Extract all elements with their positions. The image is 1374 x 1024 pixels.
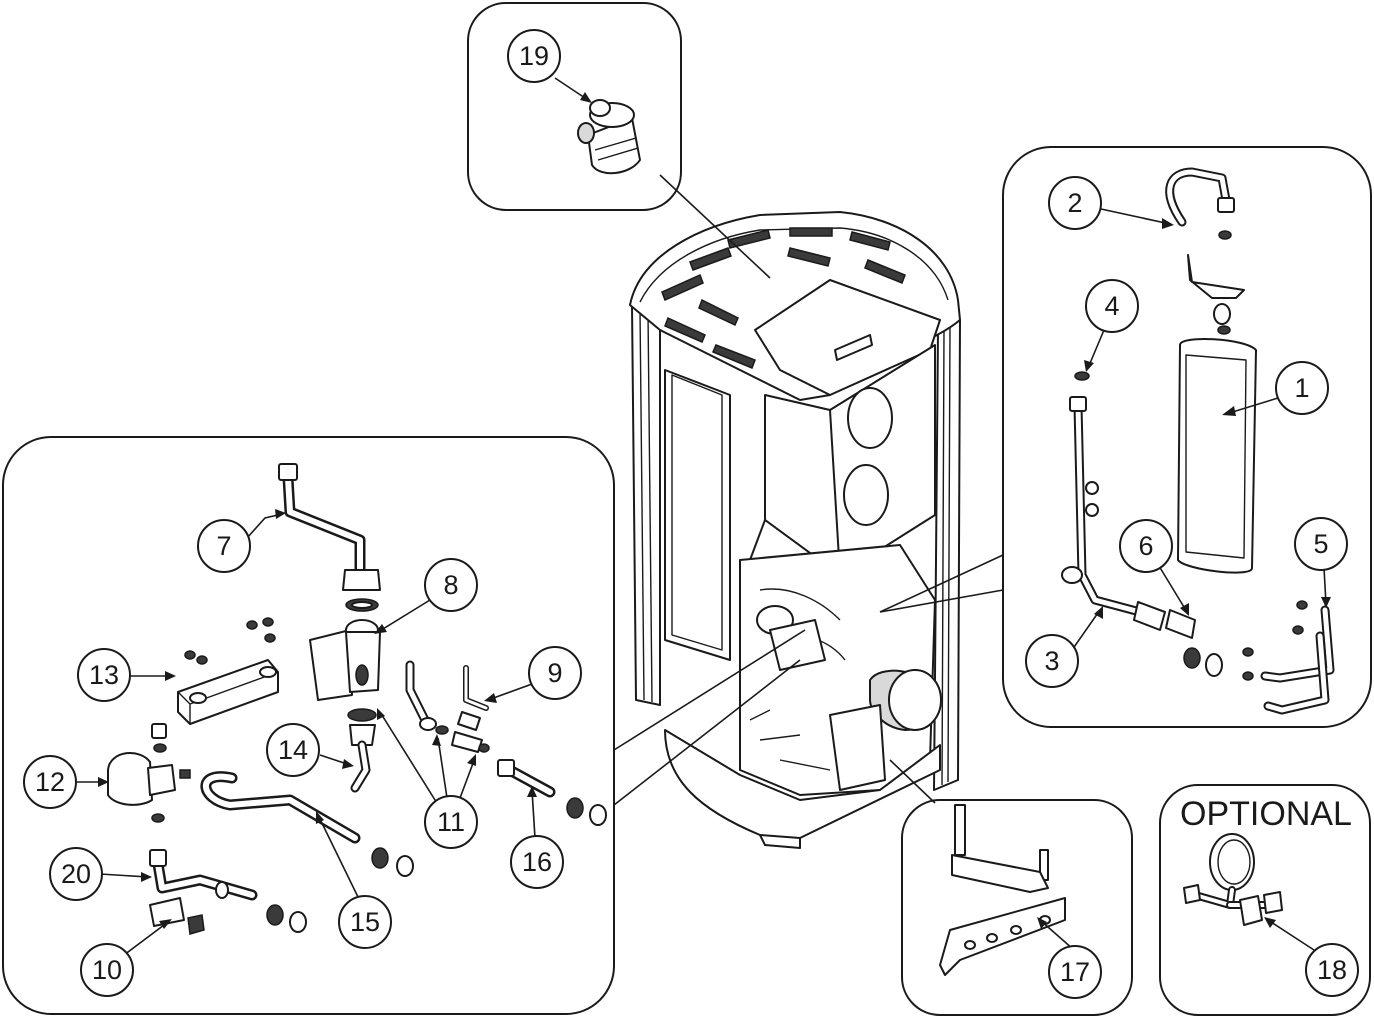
svg-text:4: 4 <box>1104 291 1119 321</box>
svg-text:2: 2 <box>1067 188 1082 218</box>
svg-text:14: 14 <box>278 735 308 765</box>
svg-text:17: 17 <box>1060 957 1090 987</box>
svg-text:7: 7 <box>216 531 231 561</box>
callout-13: 13 <box>77 648 131 702</box>
svg-text:1: 1 <box>1294 373 1309 403</box>
svg-text:10: 10 <box>92 955 122 985</box>
callout-1: 1 <box>1275 361 1329 415</box>
callout-15: 15 <box>338 895 392 949</box>
svg-text:18: 18 <box>1317 955 1347 985</box>
svg-text:5: 5 <box>1313 529 1328 559</box>
svg-text:8: 8 <box>443 570 458 600</box>
svg-text:16: 16 <box>522 847 552 877</box>
callout-2: 2 <box>1048 176 1102 230</box>
air-vent-valve-part <box>577 99 641 175</box>
callout-17: 17 <box>1048 945 1102 999</box>
callout-20: 20 <box>49 847 103 901</box>
callout-18: 18 <box>1305 943 1359 997</box>
svg-text:19: 19 <box>519 41 549 71</box>
optional-label: OPTIONAL <box>1180 795 1352 833</box>
svg-text:15: 15 <box>350 907 380 937</box>
svg-text:12: 12 <box>35 767 65 797</box>
leader-lines <box>72 77 1331 958</box>
callout-7: 7 <box>197 519 251 573</box>
svg-text:9: 9 <box>547 658 562 688</box>
callout-3: 3 <box>1025 634 1079 688</box>
callout-9: 9 <box>528 646 582 700</box>
callout-6: 6 <box>1119 519 1173 573</box>
callout-14: 14 <box>266 723 320 777</box>
callout-4: 4 <box>1085 279 1139 333</box>
svg-text:11: 11 <box>437 807 465 837</box>
callout-19: 19 <box>507 29 561 83</box>
callout-5: 5 <box>1294 517 1348 571</box>
svg-text:13: 13 <box>89 660 119 690</box>
svg-text:6: 6 <box>1138 531 1153 561</box>
svg-text:20: 20 <box>61 859 91 889</box>
main-unit <box>629 211 961 849</box>
pressure-gauge-part <box>1183 833 1283 926</box>
callout-16: 16 <box>510 835 564 889</box>
callout-12: 12 <box>23 755 77 809</box>
callout-8: 8 <box>424 558 478 612</box>
callout-10: 10 <box>80 943 134 997</box>
svg-text:3: 3 <box>1044 646 1059 676</box>
callout-11: 11 <box>424 795 478 849</box>
bracket-part <box>939 804 1066 976</box>
